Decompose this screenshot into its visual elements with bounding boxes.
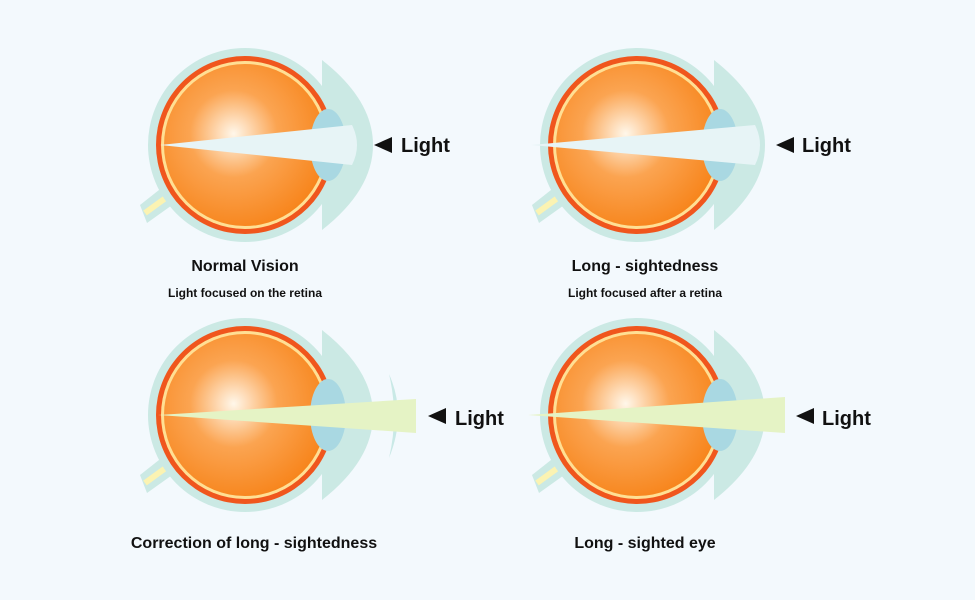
panel-long-sightedness: Light Long - sightedness Light focused a…: [531, 48, 851, 300]
left-arrowhead-icon: [374, 137, 392, 153]
light-label-corrected: Light: [455, 408, 504, 430]
panel-correction: Light Correction of long - sightedness: [131, 318, 504, 552]
light-beam-long-sighted: [531, 125, 760, 165]
light-beam-corrected: [158, 399, 416, 433]
light-beam-normal: [160, 125, 357, 165]
convex-corrective-lens: [389, 374, 398, 458]
subcaption-normal-vision: Light focused on the retina: [168, 286, 322, 300]
light-label-long-sighted-eye: Light: [822, 408, 871, 430]
subcaption-long-sightedness: Light focused after a retina: [568, 286, 722, 300]
light-label-normal: Light: [401, 135, 450, 157]
caption-long-sighted-eye: Long - sighted eye: [574, 535, 715, 552]
left-arrowhead-icon: [796, 408, 814, 424]
panel-normal-vision: Light Normal Vision Light focused on the…: [140, 48, 450, 300]
caption-long-sightedness: Long - sightedness: [572, 258, 719, 275]
caption-normal-vision: Normal Vision: [191, 258, 298, 275]
left-arrowhead-icon: [428, 408, 446, 424]
left-arrowhead-icon: [776, 137, 794, 153]
light-label-long-sighted: Light: [802, 135, 851, 157]
light-beam-long-sighted-eye: [528, 397, 785, 433]
panel-long-sighted-eye: Light Long - sighted eye: [528, 318, 871, 552]
caption-correction: Correction of long - sightedness: [131, 535, 377, 552]
